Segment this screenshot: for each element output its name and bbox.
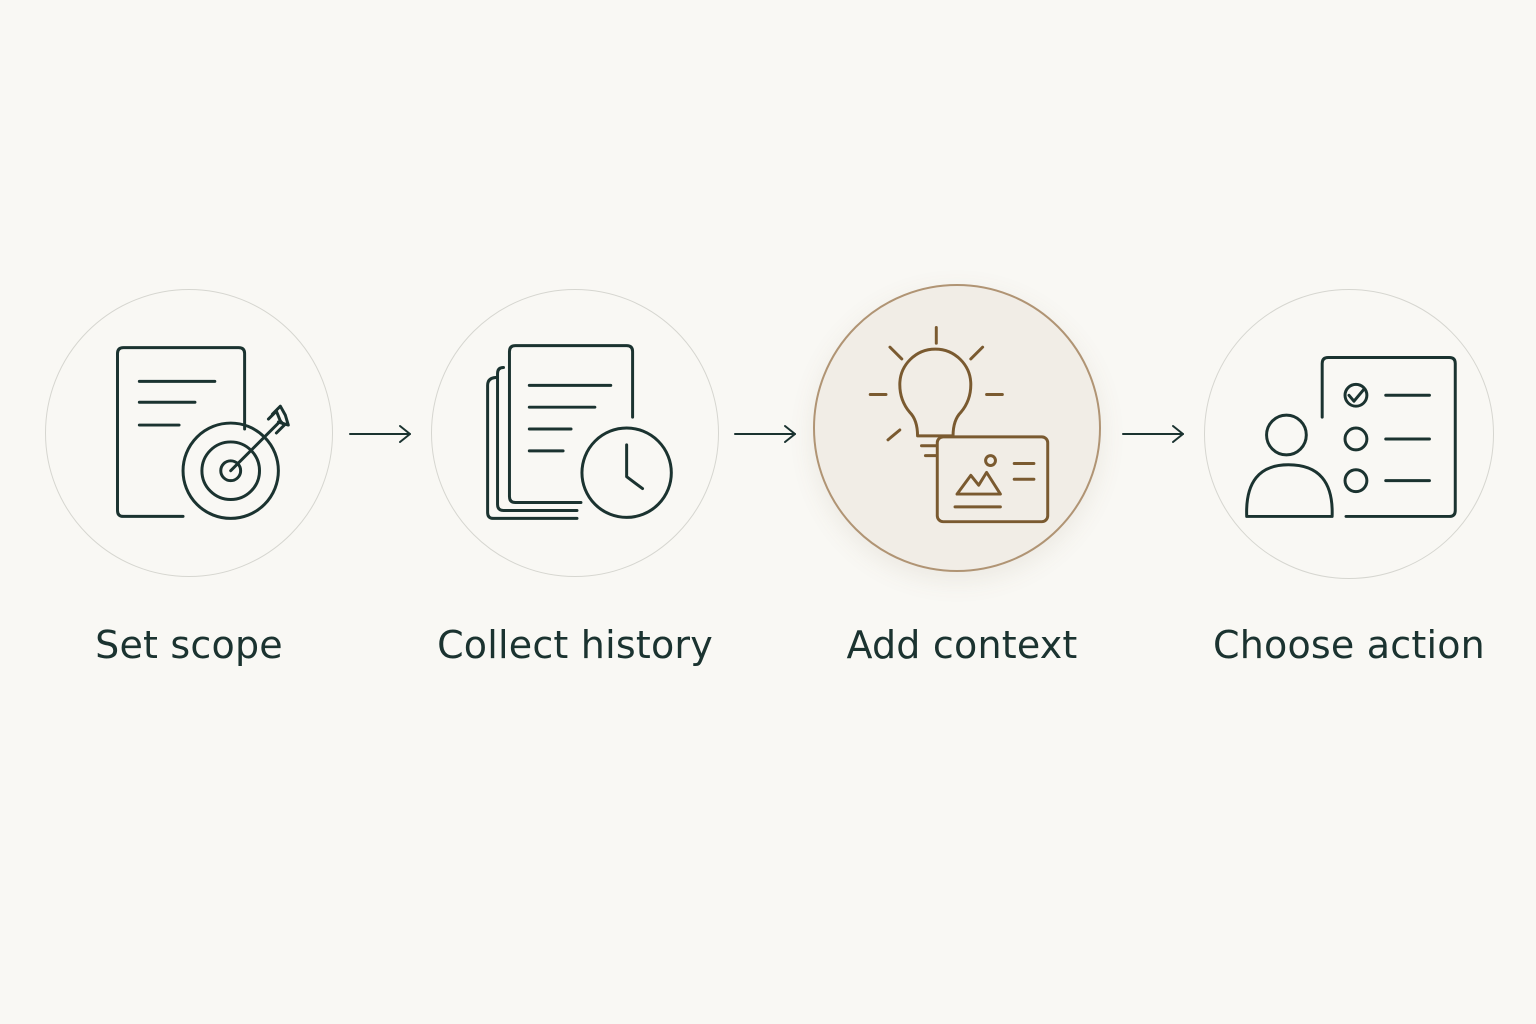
step-add-context-circle	[813, 284, 1101, 572]
step-collect-history-circle	[431, 289, 719, 577]
step-set-scope-label: Set scope	[95, 623, 283, 667]
arrow-right-icon	[731, 420, 801, 448]
arrow-right-icon	[346, 420, 416, 448]
step-add-context-label: Add context	[846, 623, 1078, 667]
person-checklist-icon	[1245, 356, 1457, 518]
arrow-right-icon	[1119, 420, 1189, 448]
documents-clock-icon	[486, 344, 673, 520]
step-set-scope-circle	[45, 289, 333, 577]
step-choose-action-circle	[1204, 289, 1494, 579]
document-target-icon	[116, 346, 290, 520]
step-choose-action-label: Choose action	[1213, 623, 1485, 667]
lightbulb-image-card-icon	[868, 325, 1050, 524]
step-collect-history-label: Collect history	[437, 623, 713, 667]
